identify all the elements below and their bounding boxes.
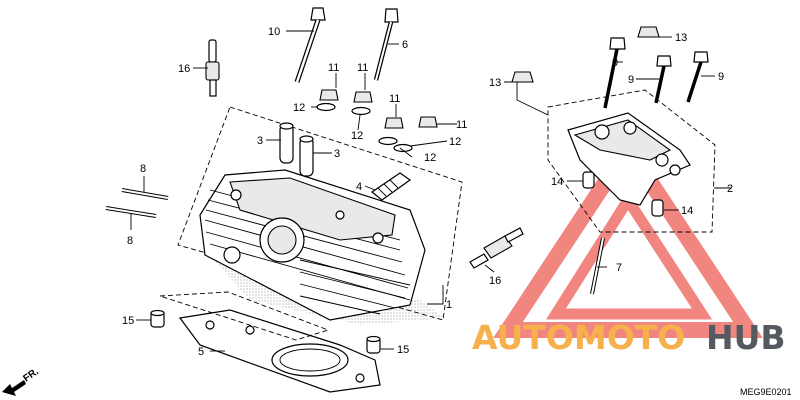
diagram-code: MEG9E0201 <box>740 387 792 397</box>
bolt-9-b <box>654 55 672 104</box>
callout-8a: 8 <box>140 163 146 175</box>
stud-bolt-lower <box>105 206 157 218</box>
callout-9c: 9 <box>718 71 724 83</box>
head-bolt-10 <box>294 7 326 83</box>
cylinder-head-group <box>105 7 463 325</box>
cylinder-head <box>199 169 426 321</box>
callout-10: 10 <box>268 26 280 38</box>
callout-14b: 14 <box>681 205 693 217</box>
callout-6: 6 <box>402 39 408 51</box>
callout-labels: 1 2 3 3 4 5 6 7 8 8 9 9 9 10 11 11 11 11… <box>122 26 733 358</box>
nut-13-lower <box>511 71 534 83</box>
rocker-holder-group <box>469 26 716 295</box>
dowel-pin <box>370 172 412 201</box>
callout-14a: 14 <box>551 176 563 188</box>
callout-12d: 12 <box>449 136 461 148</box>
callout-5: 5 <box>198 346 204 358</box>
valve-guide-lower <box>299 135 314 177</box>
head-bolt-6 <box>373 8 399 81</box>
callout-3a: 3 <box>257 135 263 147</box>
dowel-14-left <box>582 171 595 189</box>
watermark-text-b: HUB <box>706 318 786 357</box>
watermark-text: AUTOMOTO HUB <box>472 318 786 357</box>
washer-set <box>316 102 413 153</box>
callout-3b: 3 <box>334 148 340 160</box>
watermark-text-a: AUTOMOTO <box>472 318 685 357</box>
callout-15b: 15 <box>397 344 409 356</box>
nut-13-upper <box>637 26 660 38</box>
dowel-15-right <box>366 335 381 354</box>
valve-guide-upper <box>279 122 294 164</box>
head-gasket <box>178 309 381 393</box>
nut-set <box>319 89 438 129</box>
callout-15a: 15 <box>122 315 134 327</box>
front-direction-arrow: FR. <box>2 366 41 396</box>
bolt-9-c <box>686 51 709 103</box>
callout-12c: 12 <box>424 152 436 164</box>
callout-9a: 9 <box>612 57 618 69</box>
callout-7: 7 <box>616 262 622 274</box>
callout-2: 2 <box>727 183 733 195</box>
callout-12a: 12 <box>293 102 305 114</box>
stud-bolt-upper <box>121 188 169 200</box>
bolt-9-a <box>603 37 626 109</box>
callout-11b: 11 <box>357 62 368 74</box>
callout-11a: 11 <box>328 62 339 74</box>
callout-12b: 12 <box>351 130 363 142</box>
rocker-arm-holder <box>567 112 691 206</box>
spark-plug-upper <box>205 39 220 97</box>
callout-8b: 8 <box>127 235 133 247</box>
callout-16b: 16 <box>489 275 501 287</box>
callout-11c: 11 <box>389 93 400 105</box>
callout-4: 4 <box>356 181 362 193</box>
callout-13b: 13 <box>489 77 501 89</box>
callout-16a: 16 <box>178 63 190 75</box>
spark-plug-lower <box>469 227 524 269</box>
callout-1: 1 <box>446 299 452 311</box>
callout-9b: 9 <box>628 74 634 86</box>
watermark-logo <box>493 133 763 338</box>
stud-bolt-7 <box>590 237 605 295</box>
dowel-15-left <box>150 309 165 328</box>
leader-lines <box>130 30 731 352</box>
dowel-14-right <box>651 199 664 217</box>
callout-11d: 11 <box>456 119 467 131</box>
callout-13a: 13 <box>675 32 687 44</box>
